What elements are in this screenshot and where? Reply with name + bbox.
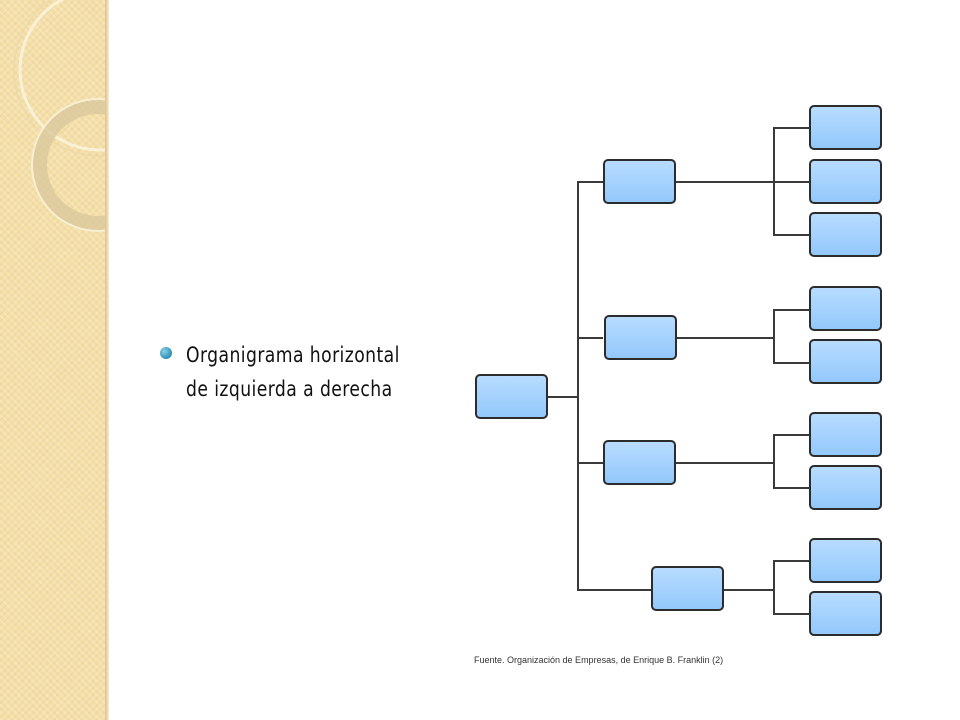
connector	[773, 234, 809, 236]
decorative-circles	[13, 0, 105, 232]
connector	[577, 462, 603, 464]
connector	[773, 560, 809, 562]
connector	[676, 181, 774, 183]
connector	[773, 434, 809, 436]
org-box-level1	[603, 440, 676, 485]
org-box-level2	[809, 412, 882, 457]
connector	[548, 396, 578, 398]
source-caption: Fuente. Organización de Empresas, de Enr…	[474, 655, 724, 665]
org-box-level2	[809, 212, 882, 257]
bullet-text: Organigrama horizontal de izquierda a de…	[186, 338, 448, 406]
org-box-level2	[809, 538, 882, 583]
side-band-edge	[105, 0, 109, 720]
connector	[577, 181, 603, 183]
org-box-level2	[809, 465, 882, 510]
connector	[676, 462, 774, 464]
connector	[773, 309, 809, 311]
bullet-item: Organigrama horizontal de izquierda a de…	[160, 338, 506, 406]
bullet-line-2: de izquierda a derecha	[186, 377, 393, 401]
org-box-level1	[604, 315, 677, 360]
connector	[773, 181, 809, 183]
org-box-level2	[809, 339, 882, 384]
org-box-level2	[809, 105, 882, 150]
connector	[773, 127, 809, 129]
connector	[773, 613, 809, 615]
connector	[577, 181, 579, 591]
org-box-level1	[603, 159, 676, 204]
bullet-line-1: Organigrama horizontal	[186, 343, 400, 367]
connector	[773, 362, 809, 364]
connector	[773, 560, 775, 615]
connector	[677, 337, 774, 339]
connector	[773, 309, 775, 364]
decorative-side-band	[0, 0, 105, 720]
connector	[773, 487, 809, 489]
connector	[724, 589, 774, 591]
bullet-icon	[160, 347, 172, 359]
org-box-root	[475, 374, 548, 419]
connector	[577, 337, 603, 339]
org-box-level2	[809, 159, 882, 204]
org-box-level1	[651, 566, 724, 611]
org-box-level2	[809, 286, 882, 331]
org-box-level2	[809, 591, 882, 636]
connector	[773, 434, 775, 489]
connector	[577, 589, 651, 591]
